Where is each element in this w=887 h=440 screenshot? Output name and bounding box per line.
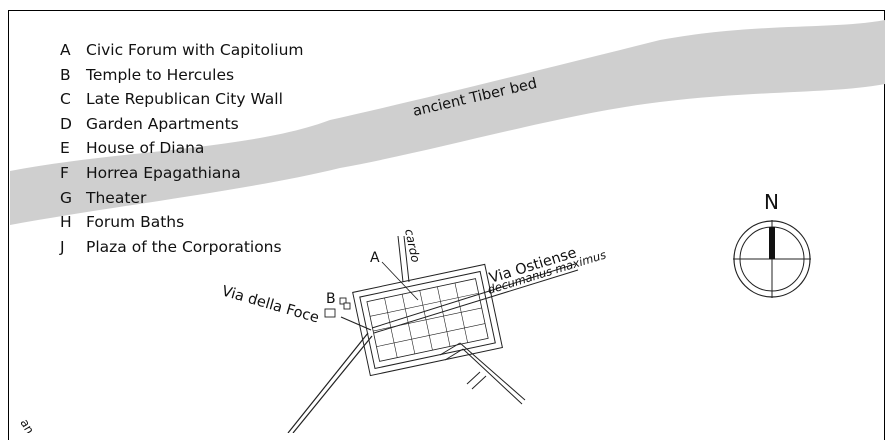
legend-item: H Forum Baths: [60, 210, 304, 235]
legend-label: Plaza of the Corporations: [86, 237, 282, 256]
legend-item: D Garden Apartments: [60, 112, 304, 137]
compass-north-label: N: [764, 190, 779, 214]
legend-item: A Civic Forum with Capitolium: [60, 38, 304, 63]
marker-b-label: B: [326, 291, 336, 307]
legend-item: E House of Diana: [60, 136, 304, 161]
legend-label: Garden Apartments: [86, 114, 239, 133]
legend-code: F: [60, 163, 69, 182]
map-legend: A Civic Forum with Capitolium B Temple to …: [60, 38, 304, 259]
legend-code: J: [60, 237, 65, 256]
corner-label: an: [17, 417, 37, 434]
road-cardo: [397, 235, 410, 283]
legend-code: C: [60, 90, 71, 109]
label-cardo: cardo: [402, 228, 423, 264]
tiber-river: [10, 20, 885, 225]
road-southeast: [439, 342, 526, 405]
legend-label: Theater: [86, 188, 147, 207]
castrum-walls: [352, 263, 504, 377]
marker-a-leader: [381, 261, 419, 301]
legend-item: B Temple to Hercules: [60, 63, 304, 88]
legend-label: Forum Baths: [86, 213, 185, 232]
legend-code: A: [60, 41, 71, 59]
legend-code: D: [60, 114, 72, 133]
legend-code: B: [60, 65, 71, 84]
legend-label: Horrea Epagathiana: [86, 163, 241, 182]
road-via-della-foce: [287, 316, 373, 433]
map-frame: [8, 10, 885, 440]
label-via-della-foce: Via della Foce: [220, 283, 321, 326]
legend-item: G Theater: [60, 186, 304, 211]
legend-code: H: [60, 213, 72, 232]
legend-code: E: [60, 139, 70, 158]
legend-label: House of Diana: [86, 139, 205, 158]
temple-hercules-building: [324, 297, 351, 318]
legend-item: C Late Republican City Wall: [60, 87, 304, 112]
legend-item: J Plaza of the Corporations: [60, 235, 304, 260]
compass-rose: N: [733, 190, 811, 298]
legend-label: Temple to Hercules: [86, 65, 235, 84]
marker-a-label: A: [370, 250, 380, 266]
legend-label: Late Republican City Wall: [86, 90, 283, 109]
legend-label: Civic Forum with Capitolium: [86, 41, 304, 59]
legend-code: G: [60, 188, 73, 207]
legend-item: F Horrea Epagathiana: [60, 161, 304, 186]
